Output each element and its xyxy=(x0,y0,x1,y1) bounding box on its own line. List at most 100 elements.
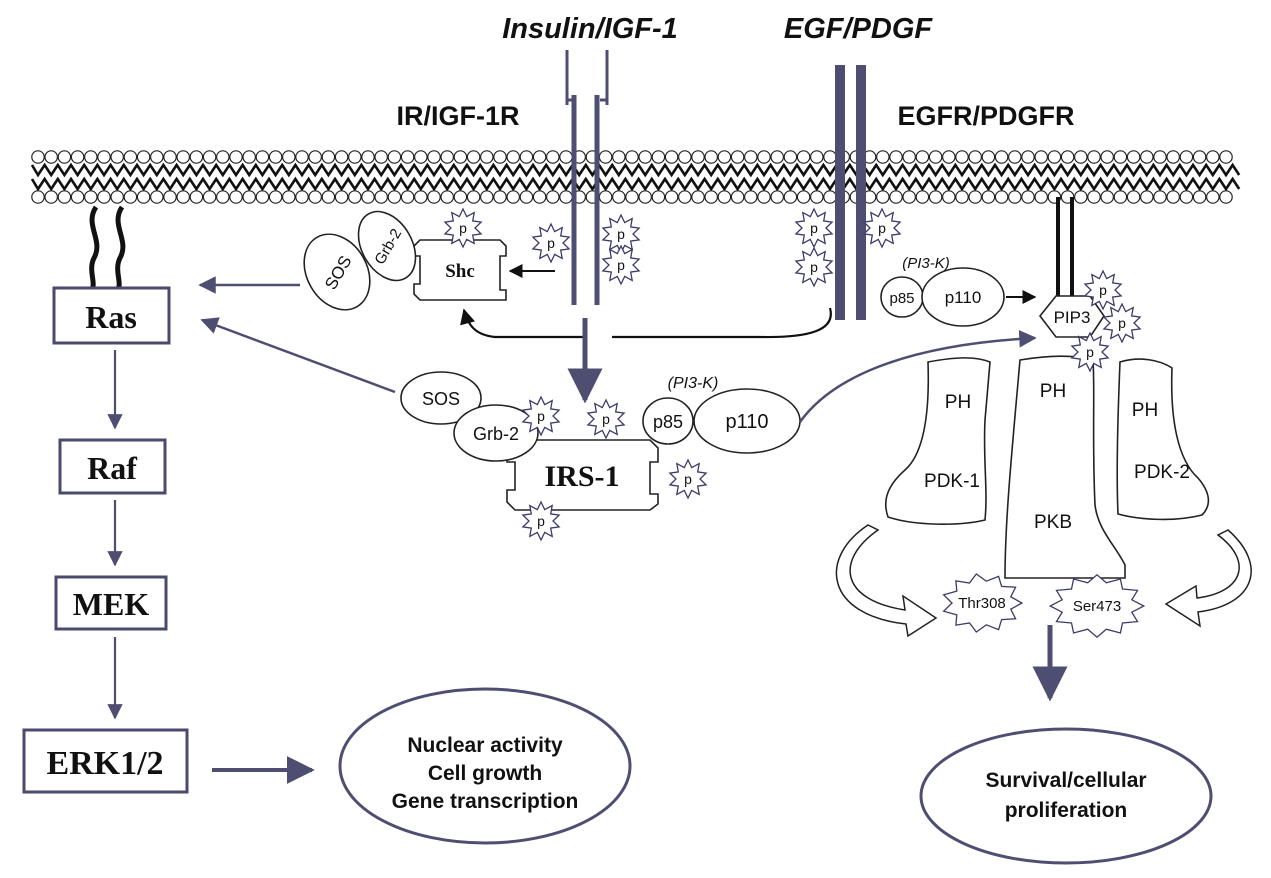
insulin-igf1-label: Insulin/IGF-1 xyxy=(502,13,678,45)
gene-transcription-text: Gene transcription xyxy=(392,790,579,813)
lipid-head xyxy=(1192,190,1207,204)
lipid-head xyxy=(651,190,666,204)
lipid-head xyxy=(493,150,507,164)
lipid-head xyxy=(730,150,745,164)
lipid-head xyxy=(1087,150,1101,164)
lipid-head xyxy=(1087,190,1101,204)
lipid-head xyxy=(559,150,573,164)
phosphate-label: p xyxy=(1086,344,1094,360)
lipid-head xyxy=(123,190,138,204)
lipid-head xyxy=(202,150,217,164)
phosphate-burst xyxy=(668,458,708,500)
egf-pdgf-label: EGF/PDGF xyxy=(784,13,934,45)
lipid-head xyxy=(783,150,798,164)
lipid-head xyxy=(136,190,151,204)
lipid-head xyxy=(1153,150,1167,164)
lipid-head xyxy=(809,150,824,164)
lipid-head xyxy=(97,190,111,204)
lipid-head xyxy=(757,190,771,204)
raf-label: Raf xyxy=(87,450,137,486)
lipid-head xyxy=(110,190,124,204)
lipid-head xyxy=(1021,150,1035,164)
lipid-head xyxy=(1060,150,1075,164)
lipid-head xyxy=(189,150,204,164)
lipid-head xyxy=(717,150,732,164)
lipid-head xyxy=(308,190,322,204)
lipid-head xyxy=(664,150,679,164)
lipid-head xyxy=(189,190,204,204)
lipid-head xyxy=(955,150,969,164)
lipid-head xyxy=(928,190,943,204)
lipid-head xyxy=(915,150,930,164)
lipid-head xyxy=(545,150,560,164)
lipid-head xyxy=(453,190,468,204)
lipid-head xyxy=(163,190,177,204)
lipid-head xyxy=(374,150,388,164)
lipid-head xyxy=(57,150,72,164)
phosphate-label: p xyxy=(684,471,692,487)
phosphate-label: p xyxy=(878,220,886,236)
lipid-head xyxy=(783,190,798,204)
lipid-head xyxy=(519,150,534,164)
egfr-to-shc-arrow xyxy=(612,307,832,339)
phosphate-burst xyxy=(601,244,641,286)
pkb-protein: PH PKB xyxy=(1004,355,1126,579)
lipid-head xyxy=(532,190,547,204)
p110-upper xyxy=(921,267,1005,327)
lipid-head xyxy=(1206,190,1220,204)
phosphate-label: p xyxy=(602,411,610,427)
lipid-head xyxy=(559,190,573,204)
lipid-head xyxy=(677,190,692,204)
pi3k-upper-label: (PI3-K) xyxy=(902,255,950,272)
lipid-head xyxy=(704,190,718,204)
survival-text: Survival/cellular xyxy=(985,769,1146,792)
lipid-head xyxy=(1179,150,1194,164)
lipid-head xyxy=(97,150,111,164)
phosphate-label: p xyxy=(617,257,625,273)
ras-anchor xyxy=(89,205,126,292)
lipid-head xyxy=(202,190,217,204)
lipid-head xyxy=(453,150,468,164)
mek-box: MEK xyxy=(54,575,168,631)
lipid-head xyxy=(281,150,296,164)
lipid-head xyxy=(176,150,190,164)
thr308-site: Thr308 xyxy=(942,573,1024,633)
lipid-head xyxy=(928,150,943,164)
lipid-head xyxy=(1140,190,1154,204)
lipid-head xyxy=(889,190,903,204)
shc-label: Shc xyxy=(445,261,475,282)
lipid-head xyxy=(757,150,771,164)
lipid-head xyxy=(229,190,243,204)
phosphate-burst xyxy=(1102,302,1142,344)
lipid-head xyxy=(413,150,428,164)
lipid-head xyxy=(1166,190,1180,204)
lipid-head xyxy=(506,190,520,204)
lipid-head xyxy=(902,190,916,204)
phosphate-burst xyxy=(586,398,626,440)
lipid-head xyxy=(321,150,336,164)
lipid-head xyxy=(968,150,982,164)
lipid-head xyxy=(915,190,930,204)
lipid-head xyxy=(743,150,758,164)
pdk2-label: PDK-2 xyxy=(1134,462,1190,483)
pkb-ph-label: PH xyxy=(1040,381,1066,402)
lipid-head xyxy=(625,190,639,204)
lipid-head xyxy=(809,190,824,204)
lipid-head xyxy=(1074,150,1088,164)
phosphate-label: p xyxy=(810,220,818,236)
lipid-head xyxy=(361,190,375,204)
egfr-pdgfr-receptor xyxy=(835,65,866,320)
lipid-head xyxy=(1140,150,1154,164)
lipid-tail xyxy=(30,162,1241,178)
lipid-head xyxy=(84,190,98,204)
p110-lower-label: p110 xyxy=(725,411,768,433)
egfr-pdgfr-label: EGFR/PDGFR xyxy=(897,101,1074,131)
lipid-head xyxy=(479,150,494,164)
lipid-head xyxy=(216,150,230,164)
grb2-upper xyxy=(357,210,417,282)
lipid-head xyxy=(150,150,164,164)
lipid-head xyxy=(677,150,692,164)
sos-upper xyxy=(303,233,371,311)
lipid-head xyxy=(1007,150,1022,164)
